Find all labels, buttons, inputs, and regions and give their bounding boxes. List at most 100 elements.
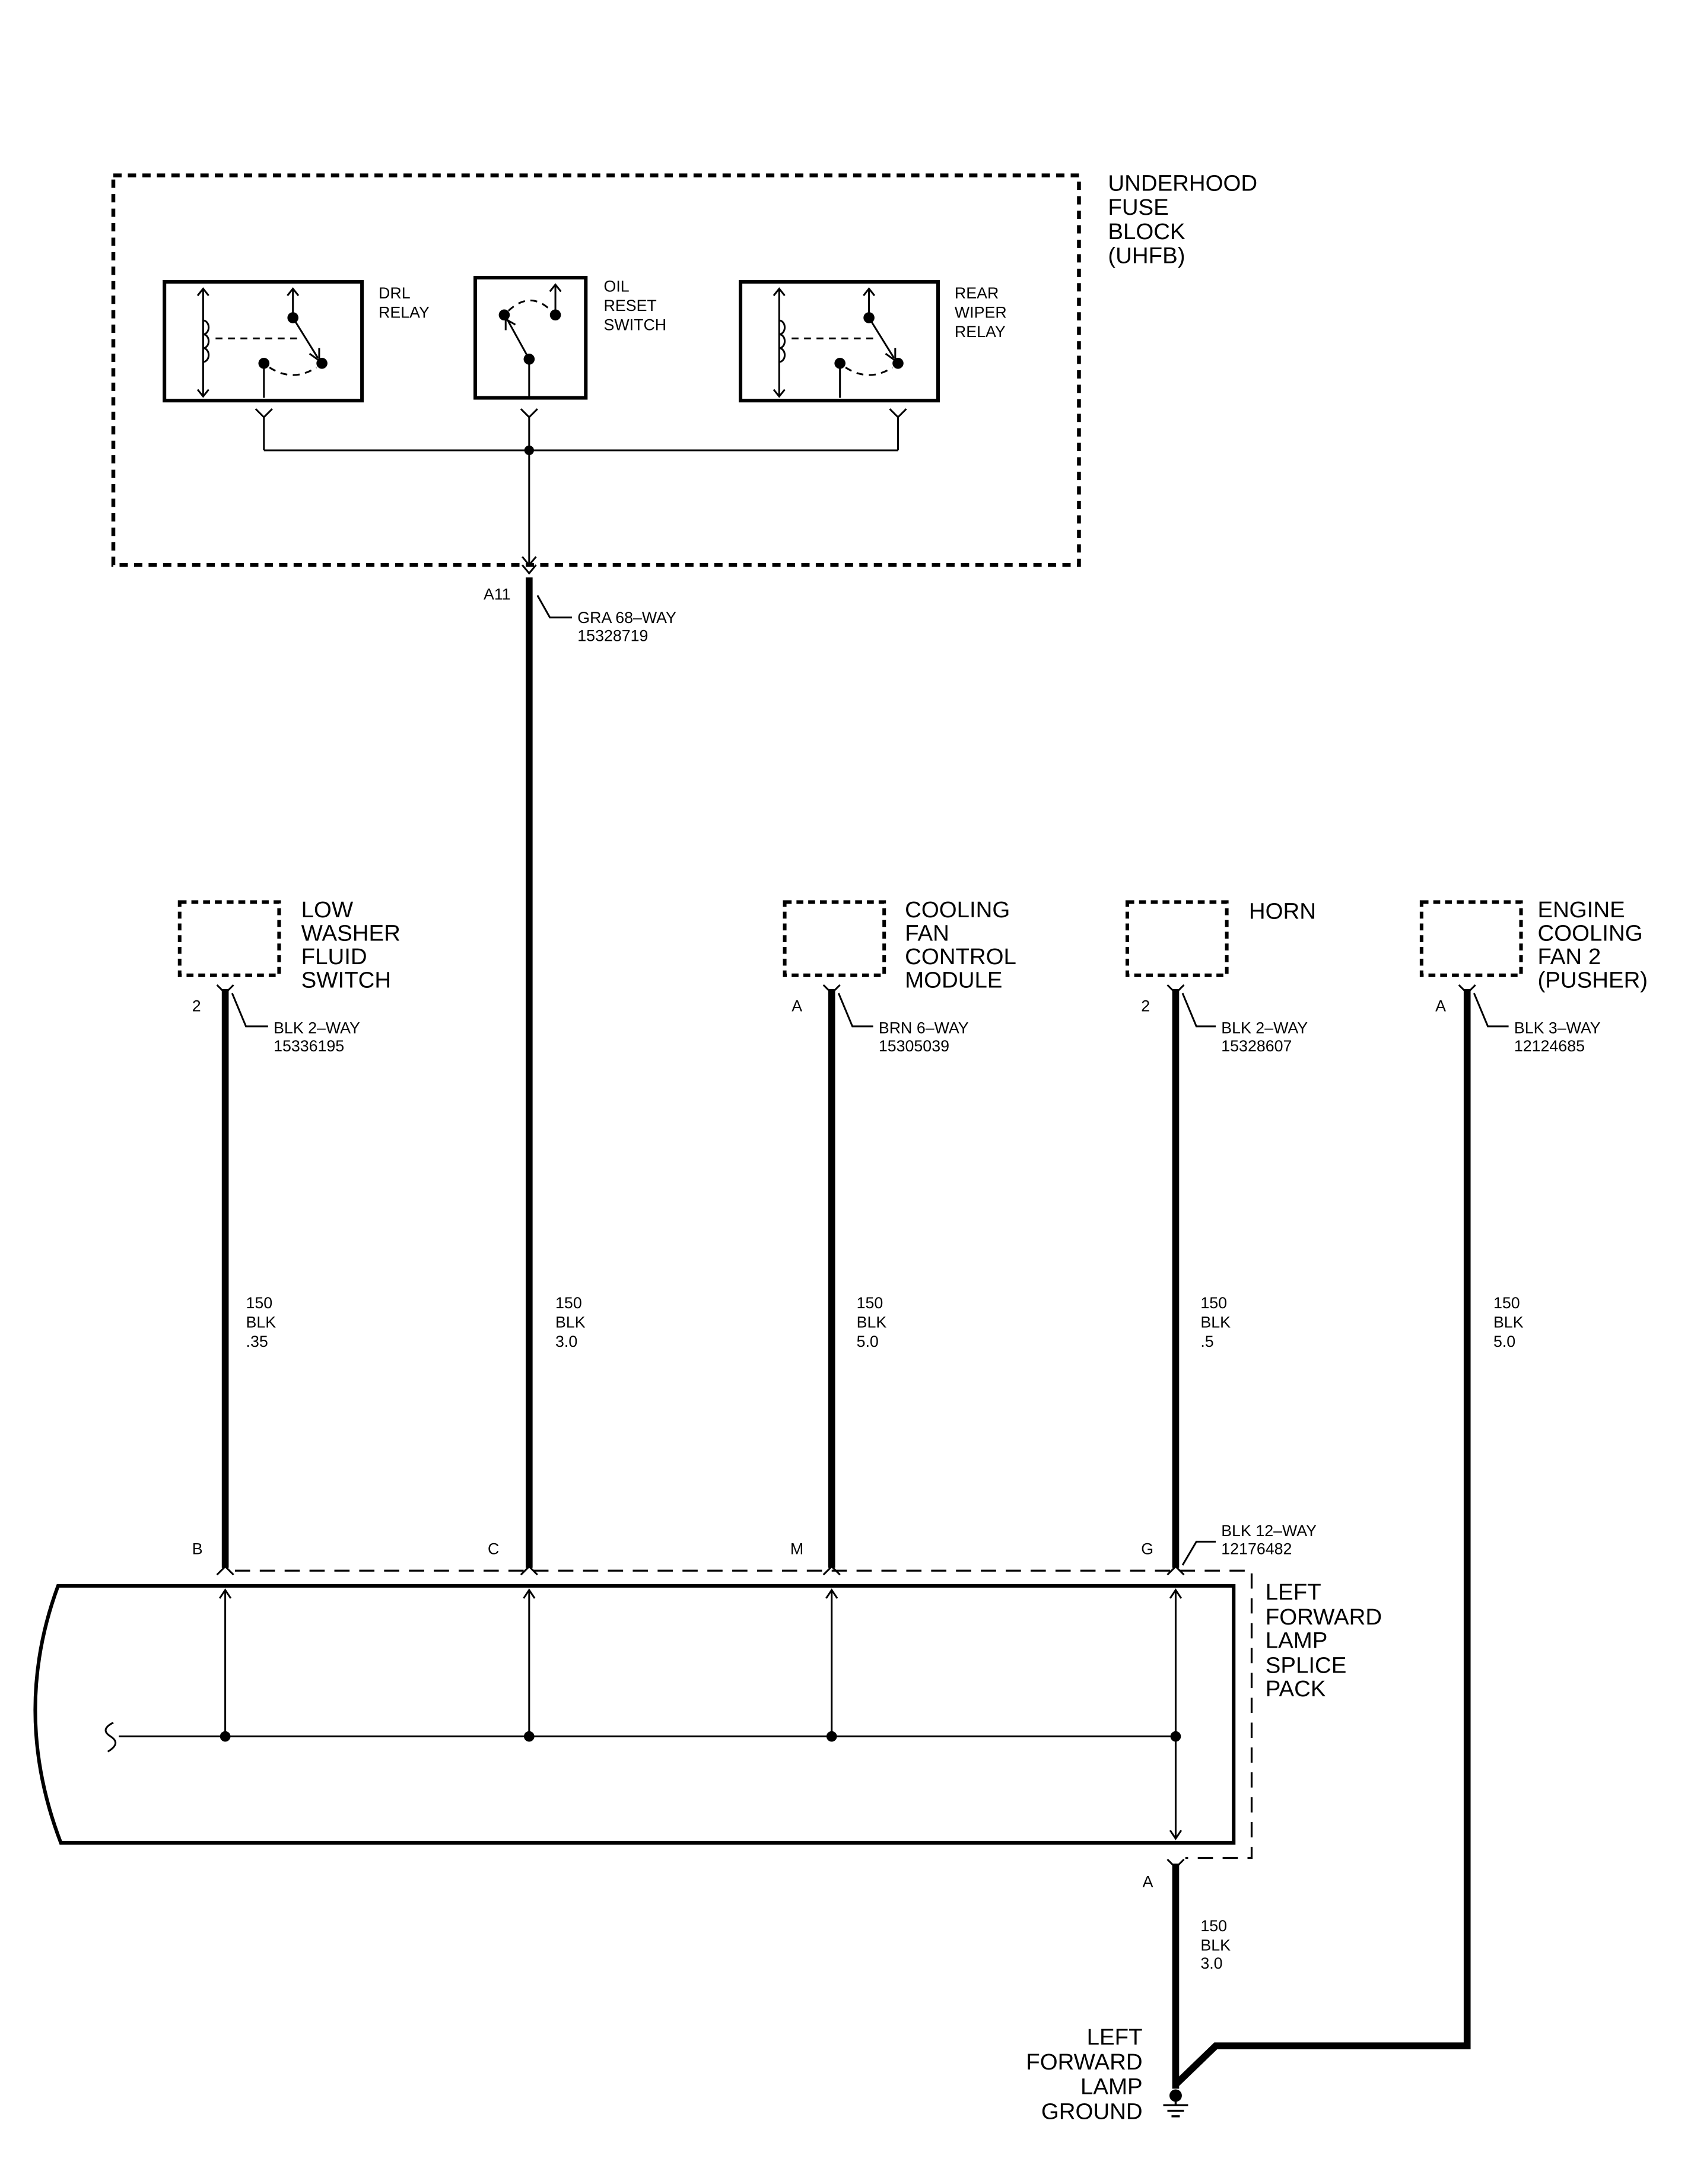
ground-label-line: GROUND [1041,2099,1143,2125]
horn: HORN 2 BLK 2–WAY 15328607 150 BLK .5 [1125,898,1316,1568]
uhfb-connector-symbol [522,556,537,575]
underhood-fuse-block: UNDERHOOD FUSE BLOCK (UHFB) DRL RELAY [111,170,1257,575]
wire-color-label: BLK [857,1313,887,1331]
splice-lead [1169,1588,1183,1840]
drl-coil [203,319,210,363]
oil-reset-switch: OIL RESET SWITCH [473,275,666,400]
wire-size-label: 5.0 [857,1333,879,1350]
splice-dot [826,1731,837,1742]
splice-pack-connector-outline [234,1569,1253,1859]
cooling-fan-control-module-box [783,900,886,977]
component-label-line: MODULE [905,968,1002,993]
component-label-line: SWITCH [301,968,391,993]
oil-switch-travel [507,299,552,311]
connector-part: 15336195 [274,1037,344,1055]
splice-pin-label: B [192,1540,203,1557]
component-label-line: FAN [905,921,949,946]
connector-leader [837,993,873,1028]
connector-label: BLK 3–WAY [1514,1019,1601,1037]
wire-engine-cooling-fan-2 [1173,989,1471,2087]
drl-contact [287,312,299,323]
wire-color-label: BLK [1200,1937,1231,1954]
connector-part: 15305039 [879,1037,949,1055]
connector-leader [1473,993,1509,1028]
splice-pack-label-line: LEFT [1266,1579,1321,1605]
drl-contact [316,358,328,369]
connector-symbol [1166,1565,1185,1576]
splice-bus-break-icon [104,1722,117,1753]
component-label-line: ENGINE [1537,897,1625,923]
ground-label-line: LEFT [1087,2024,1143,2050]
connector-symbol [822,1565,841,1576]
uhfb-label-line: UNDERHOOD [1108,170,1257,196]
connector-leader [231,993,268,1028]
relay-connector [255,408,273,451]
splice-pack: B C M G BLK 12–WAY 12176482 LEFT FORWARD… [33,1522,1382,2089]
rear-wiper-relay-box [739,279,940,403]
splice-pin-label: M [790,1540,803,1557]
splice-connector-label: BLK 12–WAY [1221,1522,1317,1540]
splice-pack-label-line: PACK [1266,1676,1326,1702]
engine-cooling-fan-2-box [1419,900,1523,977]
wire-size-label: .5 [1200,1333,1213,1350]
splice-dot [523,1731,535,1742]
splice-lead [523,1588,536,1737]
rear-wiper-relay-label-line: WIPER [955,304,1007,322]
rear-wiper-contact [892,358,904,369]
component-label-line: LOW [301,897,354,923]
connector-label: BLK 2–WAY [274,1019,360,1037]
engine-cooling-fan-2: ENGINE COOLING FAN 2 (PUSHER) A BLK 3–WA… [1173,897,1648,2087]
horn-box [1125,900,1229,977]
pin-label: 2 [1141,997,1150,1015]
wire-color-label: BLK [246,1313,276,1331]
uhfb-outline [111,173,1081,567]
uhfb-label-line: (UHFB) [1108,243,1185,269]
rear-wiper-coil [779,319,786,363]
wire-circuit-label: 150 [1200,1917,1227,1935]
uhfb-connector-label: GRA 68–WAY [577,609,676,627]
wire-circuit-label: 150 [1493,1294,1520,1312]
switch-connector [520,408,538,451]
left-forward-lamp-ground: LEFT FORWARD LAMP GROUND [1026,2024,1188,2125]
drl-relay-label-line: DRL [379,284,411,302]
oil-reset-switch-label-line: RESET [604,297,657,314]
splice-connector-part: 12176482 [1221,1540,1292,1557]
ground-label-line: FORWARD [1026,2049,1142,2075]
oil-reset-switch-label-line: OIL [604,277,630,295]
wire-color-label: BLK [1493,1313,1524,1331]
wire-size-label: 5.0 [1493,1333,1515,1350]
oil-reset-switch-box [473,275,588,400]
component-label-line: (PUSHER) [1537,968,1648,993]
rear-wiper-coil-lead [773,287,786,398]
splice-dot [220,1731,231,1742]
splice-pack-label-line: SPLICE [1266,1653,1347,1678]
splice-pin-label: G [1141,1540,1153,1557]
uhfb-connector-part: 15328719 [577,627,648,644]
splice-lead [825,1588,838,1737]
rear-wiper-relay: REAR WIPER RELAY [739,279,1007,403]
uhfb-label-line: BLOCK [1108,219,1185,244]
drl-relay-label-line: RELAY [379,304,430,322]
relay-connector [889,408,907,451]
rear-wiper-relay-label-line: REAR [955,284,999,302]
splice-dot [1170,1731,1181,1742]
component-label-line: FLUID [301,944,367,969]
wire-size-label: 3.0 [555,1333,577,1350]
pin-label: 2 [192,997,201,1015]
connector-symbol [216,1565,234,1576]
splice-pack-label-line: FORWARD [1266,1604,1382,1630]
connector-symbol [520,1565,538,1576]
oil-switch-contact [549,309,561,321]
connector-leader [1181,993,1216,1028]
wire-circuit-label: 150 [857,1294,883,1312]
wire-circuit-label: 150 [1200,1294,1227,1312]
splice-pin-label: C [488,1540,499,1557]
wire-color-label: BLK [1200,1313,1231,1331]
oil-switch-contact [498,309,510,321]
oil-switch-blade [504,317,530,360]
splice-pack-label-line: LAMP [1266,1628,1328,1654]
splice-pack-body [33,1584,1236,1845]
ground-icon [1163,2095,1188,2118]
component-label-line: CONTROL [905,944,1016,969]
